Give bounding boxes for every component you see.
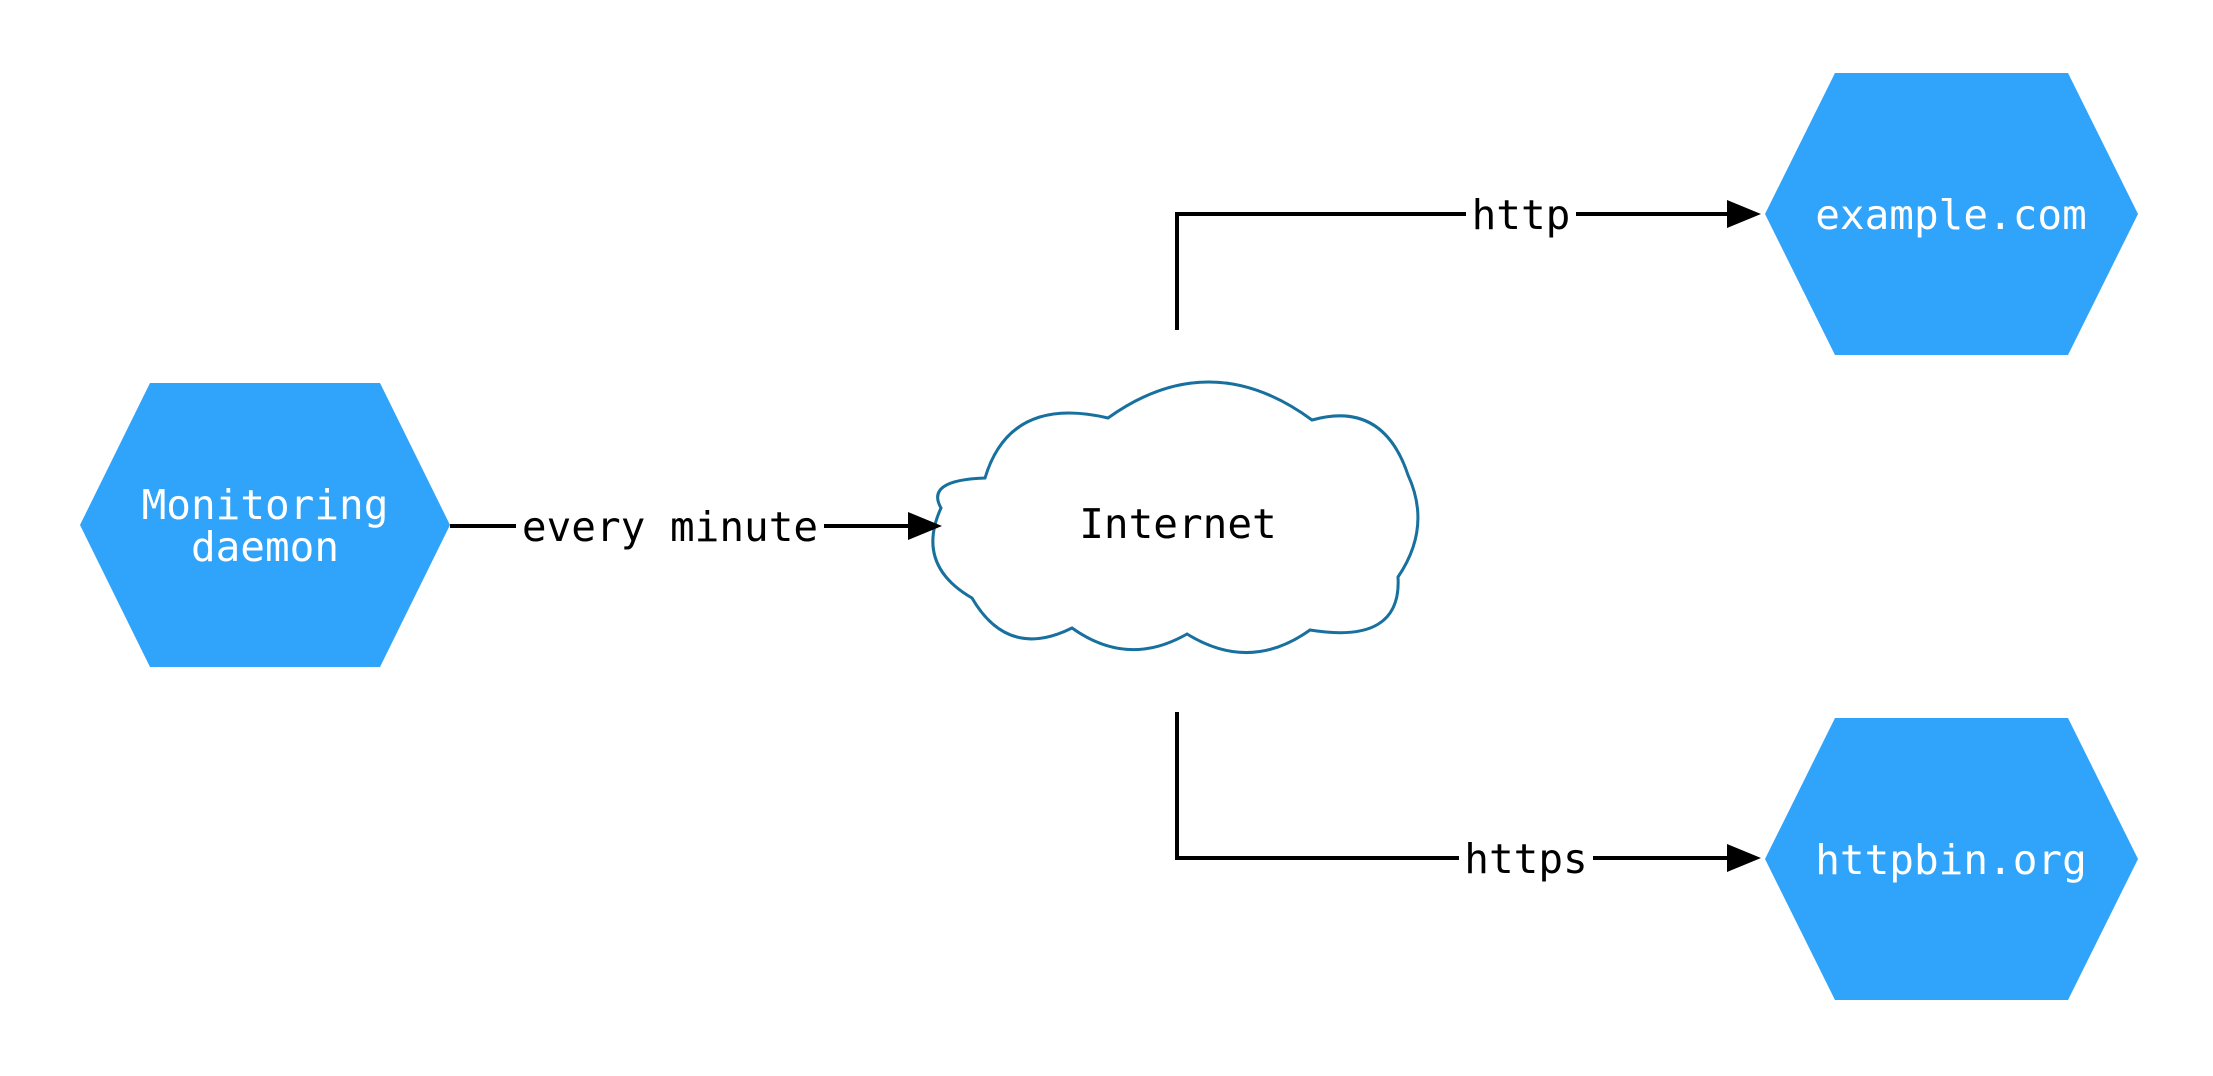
edge-line <box>1175 712 1727 860</box>
edge-label-http: http <box>1472 191 1571 239</box>
node-label-example-com: example.com <box>1815 191 2087 239</box>
arrowhead <box>1727 200 1761 228</box>
edge-label-every-minute: every minute <box>522 503 818 551</box>
edge-http: http <box>1175 190 1761 330</box>
hexagon-shape <box>1765 718 2138 1000</box>
cloud-shape <box>931 380 1420 654</box>
node-internet-cloud: Internet <box>931 380 1420 654</box>
node-httpbin-org: httpbin.org <box>1765 718 2138 1000</box>
node-example-com: example.com <box>1765 73 2138 355</box>
node-label-daemon: daemon <box>191 523 339 571</box>
edge-https: https <box>1175 712 1761 883</box>
edge-line <box>1175 212 1727 330</box>
edge-label-background <box>1466 190 1576 238</box>
edge-label-background <box>1459 834 1593 882</box>
node-label-internet: Internet <box>1079 500 1276 548</box>
edge-label-background <box>516 500 824 552</box>
arrowhead <box>1727 844 1761 872</box>
arrowhead <box>908 512 942 540</box>
node-label-monitoring: Monitoring <box>142 481 389 529</box>
edge-every-minute: every minute <box>450 500 942 552</box>
node-monitoring-daemon: Monitoring daemon <box>80 383 450 667</box>
edge-label-https: https <box>1464 835 1587 883</box>
hexagon-shape <box>1765 73 2138 355</box>
hexagon-shape <box>80 383 450 667</box>
node-label-httpbin-org: httpbin.org <box>1815 836 2087 884</box>
